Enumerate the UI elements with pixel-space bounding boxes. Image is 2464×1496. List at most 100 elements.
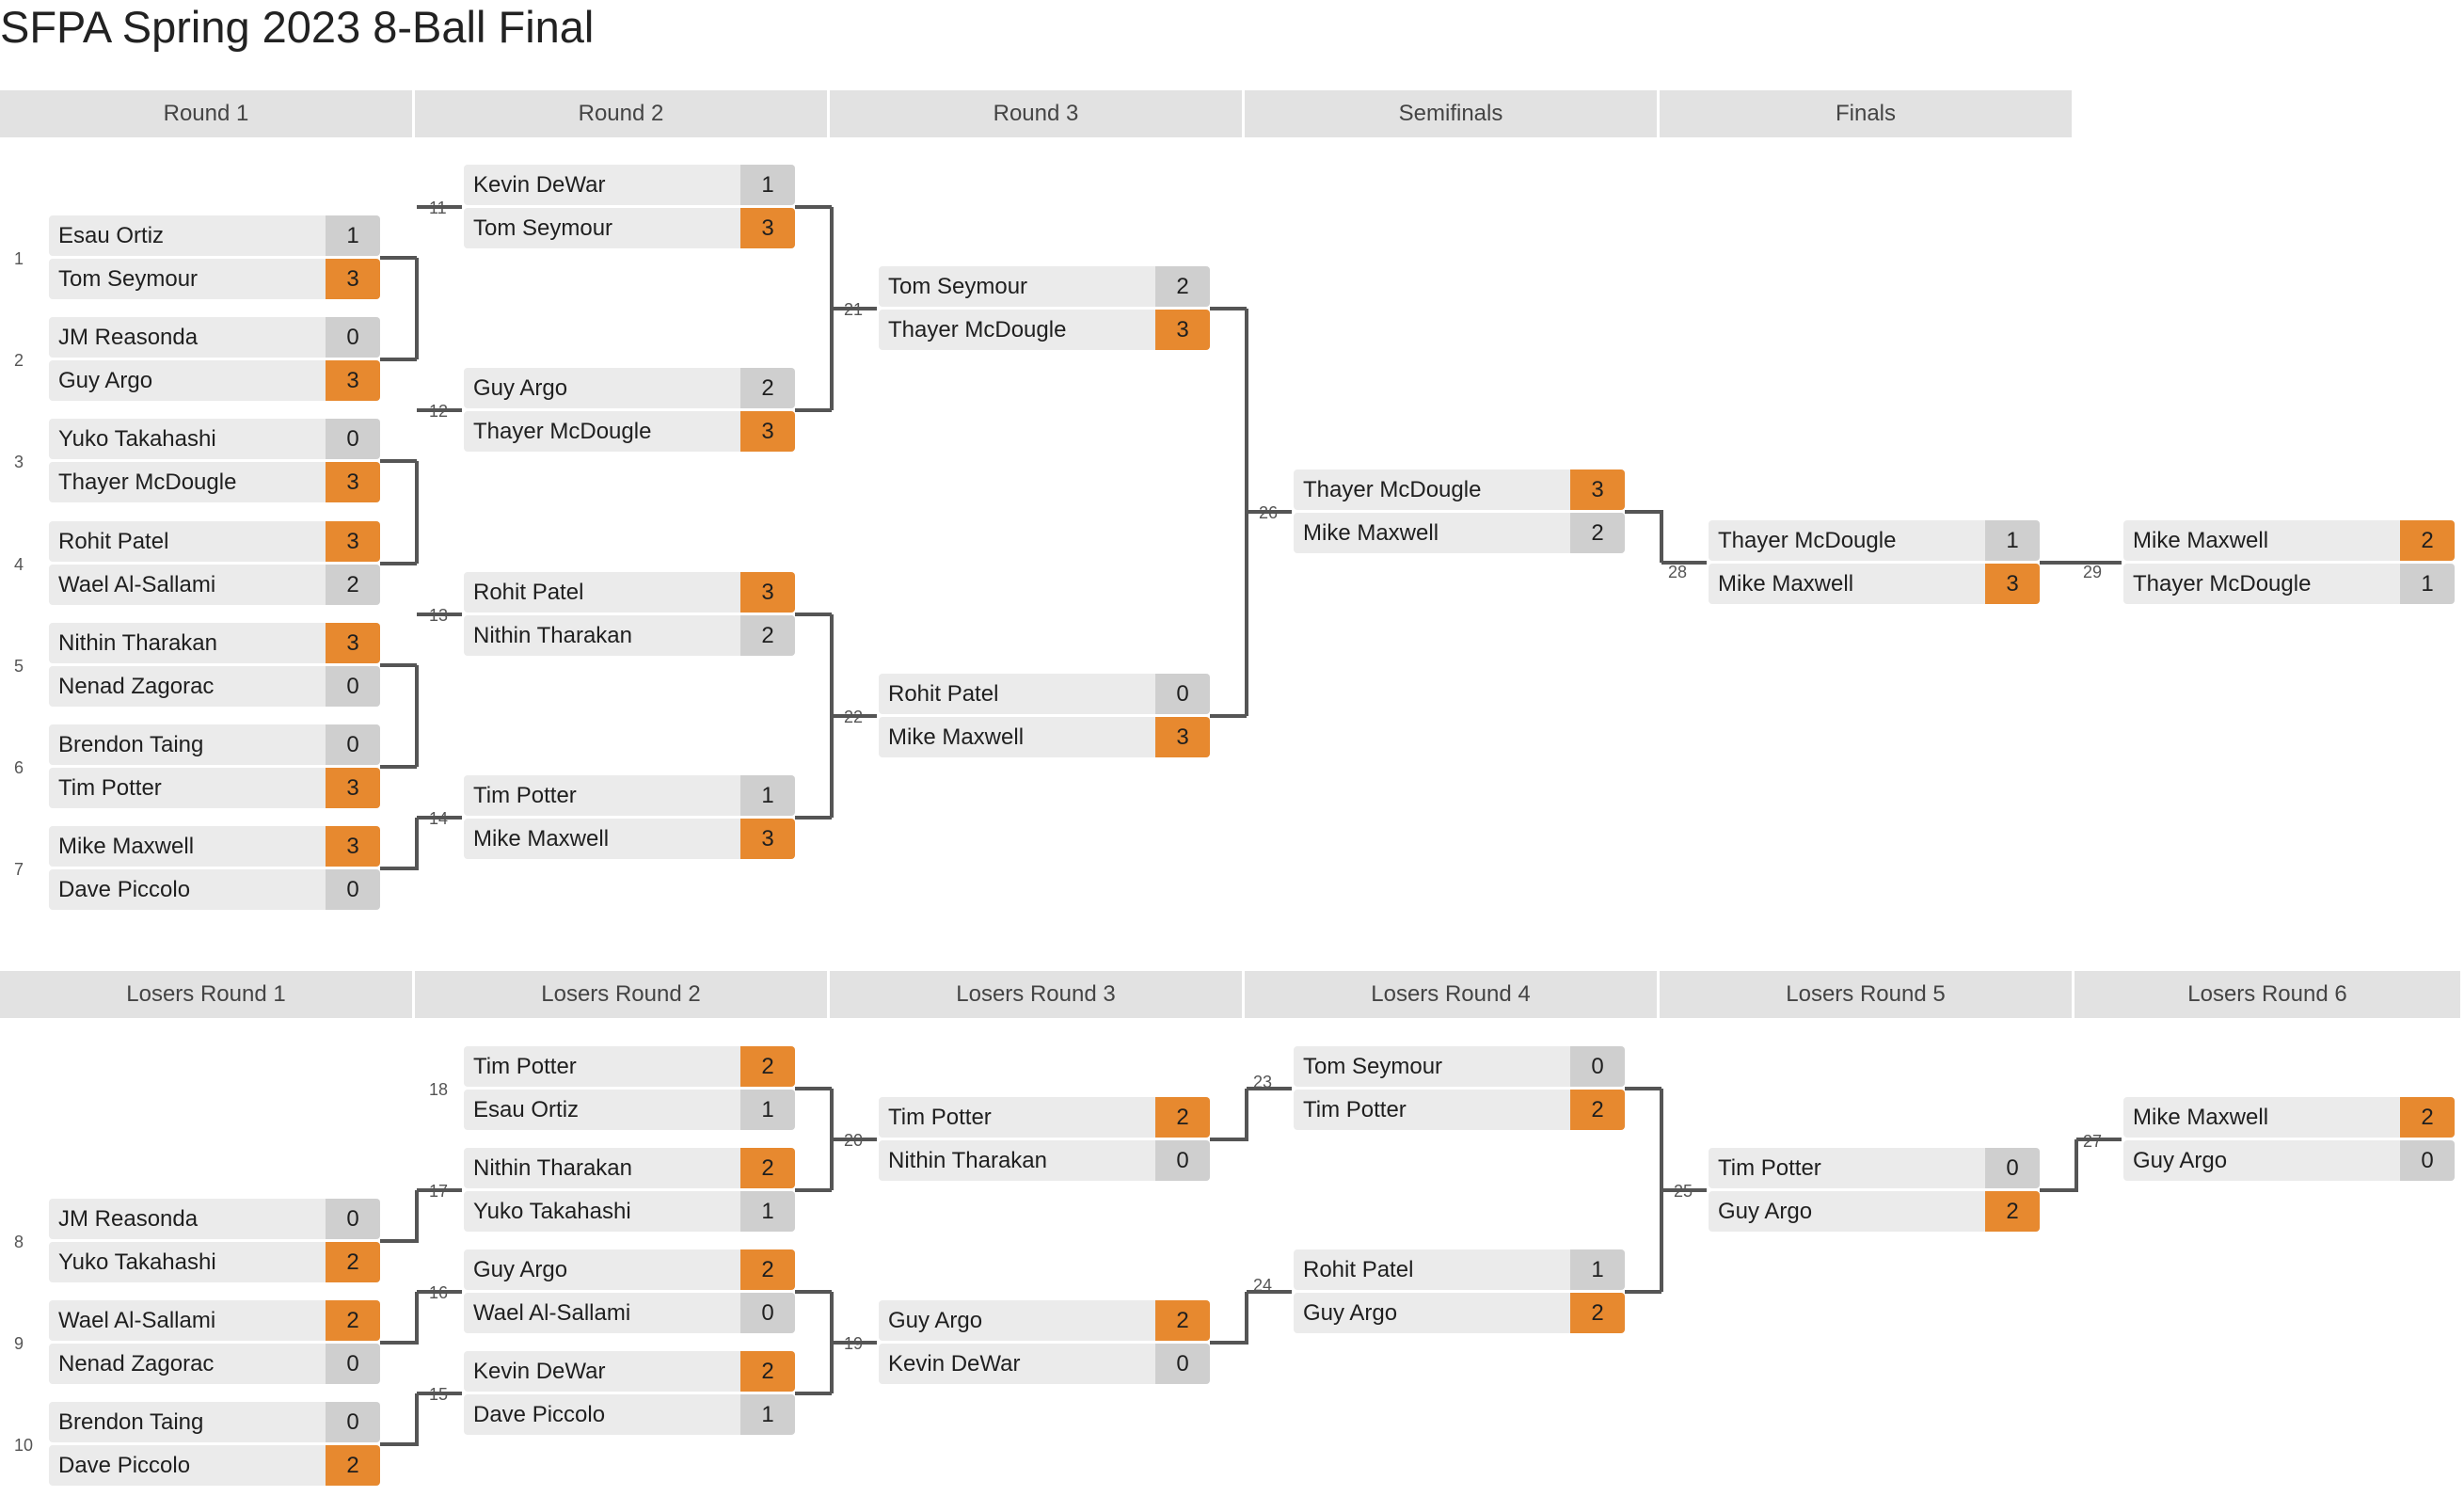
match-number: 21 [844,300,864,319]
winner-score: 3 [740,572,795,613]
match-number: 19 [844,1334,864,1353]
player-name: Wael Al-Sallami [473,1300,631,1326]
player-score: 0 [326,869,380,910]
player-name: Mike Maxwell [2133,528,2269,553]
player-name: Dave Piccolo [473,1402,606,1427]
player-name: Thayer McDougle [58,469,237,495]
player-score: 1 [2400,564,2455,604]
winner-score: 3 [740,208,795,248]
losers-round-header-2: Losers Round 2 [415,971,827,1018]
winner-score: 2 [740,1249,795,1290]
player-name: Yuko Takahashi [58,426,216,452]
winner-score: 2 [2400,520,2455,561]
player-score: 1 [740,775,795,816]
player-name: Tom Seymour [888,274,1028,299]
player-score: 1 [740,1090,795,1130]
winner-score: 2 [1570,1090,1625,1130]
player-name: Nithin Tharakan [473,623,632,648]
match-number: 23 [1253,1073,1273,1091]
player-name: Esau Ortiz [473,1097,580,1122]
match-number: 4 [14,555,24,574]
player-score: 0 [1985,1148,2040,1188]
player-name: Mike Maxwell [1718,571,1854,597]
match-number: 20 [844,1131,864,1150]
player-name: Nenad Zagorac [58,1351,215,1377]
player-name: Nithin Tharakan [58,630,217,656]
finals-header: Finals [1660,90,2072,137]
player-name: JM Reasonda [58,325,199,350]
match-number: 22 [844,708,864,726]
connector-line [795,613,877,820]
connector-line [380,816,462,870]
player-row[interactable]: Mike Maxwell 2 [2123,520,2455,561]
player-name: Tom Seymour [1303,1054,1443,1079]
player-score: 1 [1985,520,2040,561]
winner-score: 3 [1155,717,1210,757]
player-row[interactable]: Esau Ortiz 1 [464,1090,795,1130]
